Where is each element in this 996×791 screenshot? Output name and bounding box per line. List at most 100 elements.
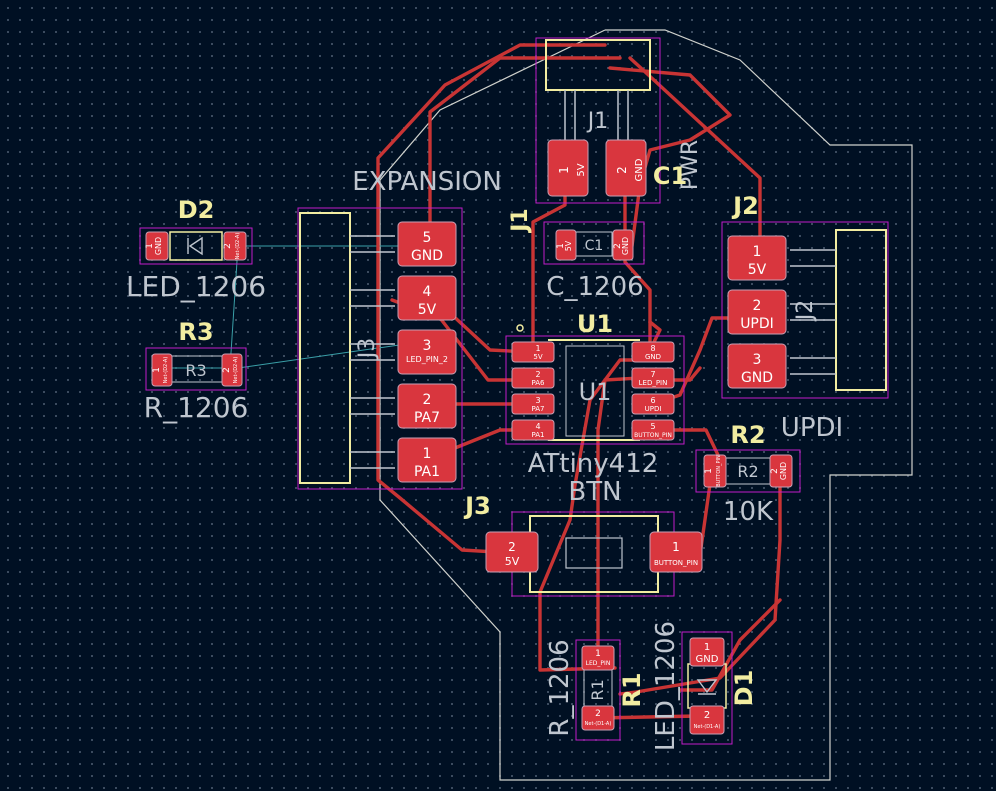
- c1-value-label: C_1206: [546, 272, 643, 302]
- c1-pad-2[interactable]: [612, 229, 634, 261]
- u1-pad-2-number: 2: [535, 370, 540, 379]
- footprint-r1-resistor[interactable]: 1 LED_PIN 2 Net-(D1-A) R1 R_1206 R1: [545, 639, 646, 741]
- d1-value-label: LED_1206: [651, 621, 681, 751]
- btn-reference-label: J3: [463, 492, 491, 520]
- expansion-pad-3-net: LED_PIN_2: [406, 355, 448, 364]
- u1-pad-1[interactable]: [511, 341, 555, 363]
- expansion-pad-5[interactable]: [397, 221, 457, 267]
- j2-pad-1-net: 5V: [748, 262, 767, 278]
- r1-pad-1-net: LED_PIN: [586, 660, 611, 667]
- u1-pad-5-number: 5: [650, 422, 655, 431]
- d2-pad-1[interactable]: [145, 231, 169, 261]
- r3-pad-1-net: Net-(D2-A): [163, 357, 169, 384]
- j2-pad-3[interactable]: [727, 343, 787, 389]
- c1-reference-label: C1: [653, 162, 687, 190]
- footprint-j1-pwr[interactable]: 1 5V 2 GND J1 PWR J1: [508, 37, 703, 234]
- u1-reference-label: U1: [577, 310, 613, 338]
- j1-reference-label: J1: [508, 208, 533, 234]
- j2-body-silk: [835, 229, 887, 391]
- expansion-pad-1[interactable]: [397, 437, 457, 483]
- footprint-d2-led[interactable]: D2 1 GND 2 Net-(D2-A) LED_1206: [126, 196, 266, 303]
- c1-pad-2-net: GND: [621, 237, 630, 255]
- u1-pad-8[interactable]: [631, 341, 675, 363]
- expansion-pad-2[interactable]: [397, 383, 457, 429]
- footprint-r3-resistor[interactable]: R3 1 Net-(D2-A) 2 Net-(D2-A) R3 R_1206: [144, 318, 249, 424]
- u1-pad-4-net: PA1: [531, 431, 544, 439]
- j1-pad-2-number: 2: [615, 166, 629, 174]
- footprint-j2-updi[interactable]: J2 J2 1 5V 2 UPDI 3 GND UPDI: [721, 192, 889, 443]
- j1-courtyard: [535, 37, 661, 204]
- r2-pad-1[interactable]: [703, 454, 727, 488]
- u1-pad-7-number: 7: [650, 370, 655, 379]
- r1-pad-2-net: Net-(D1-A): [585, 721, 612, 727]
- j1-pad-1-number: 1: [557, 166, 571, 174]
- u1-pad-7-net: LED_PIN: [639, 379, 668, 387]
- j2-pad-1-number: 1: [753, 244, 762, 260]
- r2-pad-2[interactable]: [769, 454, 793, 488]
- footprint-c1-capacitor[interactable]: C1 C1 1 5V 2 GND C_1206: [543, 162, 687, 302]
- u1-pad-3-number: 3: [535, 396, 540, 405]
- expansion-pad-3[interactable]: [397, 329, 457, 375]
- c1-fab-reference: C1: [585, 238, 604, 254]
- c1-courtyard: [543, 221, 645, 265]
- r2-fab-reference: R2: [737, 462, 758, 481]
- d2-pad-2[interactable]: [223, 231, 247, 261]
- expansion-pad-1-number: 1: [423, 446, 432, 462]
- expansion-label: EXPANSION: [352, 167, 502, 197]
- j1-fab-reference: J1: [586, 109, 609, 134]
- d2-pad-1-number: 1: [145, 243, 155, 249]
- u1-courtyard: [505, 335, 685, 445]
- expansion-pad-5-net: GND: [411, 248, 443, 264]
- d1-pad-2-net: Net-(D1-A): [694, 724, 721, 730]
- d1-pad-1-number: 1: [704, 642, 710, 653]
- btn-body-silk: [529, 515, 659, 593]
- j1-body-silk: [545, 39, 651, 91]
- footprint-btn-switch[interactable]: BTN J3 2 5V 1 BUTTON_PIN: [463, 477, 703, 597]
- c1-pad-2-number: 2: [613, 243, 623, 249]
- expansion-pin-leads: [350, 235, 395, 469]
- u1-pad-6[interactable]: [631, 393, 675, 415]
- j2-pad-2[interactable]: [727, 289, 787, 335]
- u1-pad-7[interactable]: [631, 367, 675, 389]
- diode-symbol-icon: [187, 236, 203, 256]
- d1-pad-1[interactable]: [689, 637, 725, 667]
- r1-pad-2-number: 2: [595, 709, 601, 719]
- j2-courtyard: [721, 221, 889, 399]
- u1-pad-2[interactable]: [511, 367, 555, 389]
- u1-pad-5[interactable]: [631, 419, 675, 441]
- c1-pad-1-number: 1: [556, 243, 566, 249]
- u1-pad-4[interactable]: [511, 419, 555, 441]
- d1-pad-2[interactable]: [689, 705, 725, 735]
- d2-silk-outline: [169, 231, 223, 261]
- j1-pad-1[interactable]: [547, 139, 589, 197]
- footprint-u1-attiny412[interactable]: U1 U1 1 5V 2 PA6 3 PA7 4 PA1 8 GND 7 LED…: [505, 310, 685, 479]
- u1-pad-2-net: PA6: [531, 379, 545, 387]
- j2-pad-3-net: GND: [741, 370, 773, 386]
- r1-pad-2[interactable]: [581, 705, 615, 731]
- btn-pad-1[interactable]: [649, 531, 703, 573]
- footprint-expansion-header[interactable]: EXPANSION J3 5 GND 4 5V 3 LED_PIN_2 2 PA…: [297, 167, 502, 490]
- r3-pad-1[interactable]: [151, 353, 173, 387]
- expansion-pad-4[interactable]: [397, 275, 457, 321]
- r2-pad-1-net: BUTTON_PIN: [716, 455, 722, 487]
- c1-pad-1[interactable]: [555, 229, 577, 261]
- u1-pad-6-net: UPDI: [645, 405, 662, 413]
- footprint-r2-resistor[interactable]: R2 1 BUTTON_PIN 2 GND R2 10K: [695, 421, 801, 527]
- btn-pad-1-number: 1: [672, 540, 680, 554]
- r2-courtyard: [695, 449, 801, 493]
- btn-pad-2[interactable]: [485, 531, 539, 573]
- footprint-d1-led[interactable]: 1 GND 2 Net-(D1-A) LED_1206 D1: [651, 621, 758, 751]
- expansion-courtyard: [297, 207, 463, 490]
- j1-pad-2[interactable]: [605, 139, 647, 197]
- r1-courtyard: [575, 639, 621, 741]
- d2-pad-2-net: Net-(D2-A): [235, 233, 241, 260]
- j1-value-label: PWR: [678, 140, 703, 190]
- u1-pad-3[interactable]: [511, 393, 555, 415]
- expansion-fab-reference: J3: [355, 338, 380, 361]
- j2-pad-1[interactable]: [727, 235, 787, 281]
- expansion-body-silk: [299, 212, 351, 484]
- r1-pad-1[interactable]: [581, 645, 615, 671]
- r3-pad-2[interactable]: [221, 353, 243, 387]
- u1-fab-reference: U1: [579, 378, 612, 406]
